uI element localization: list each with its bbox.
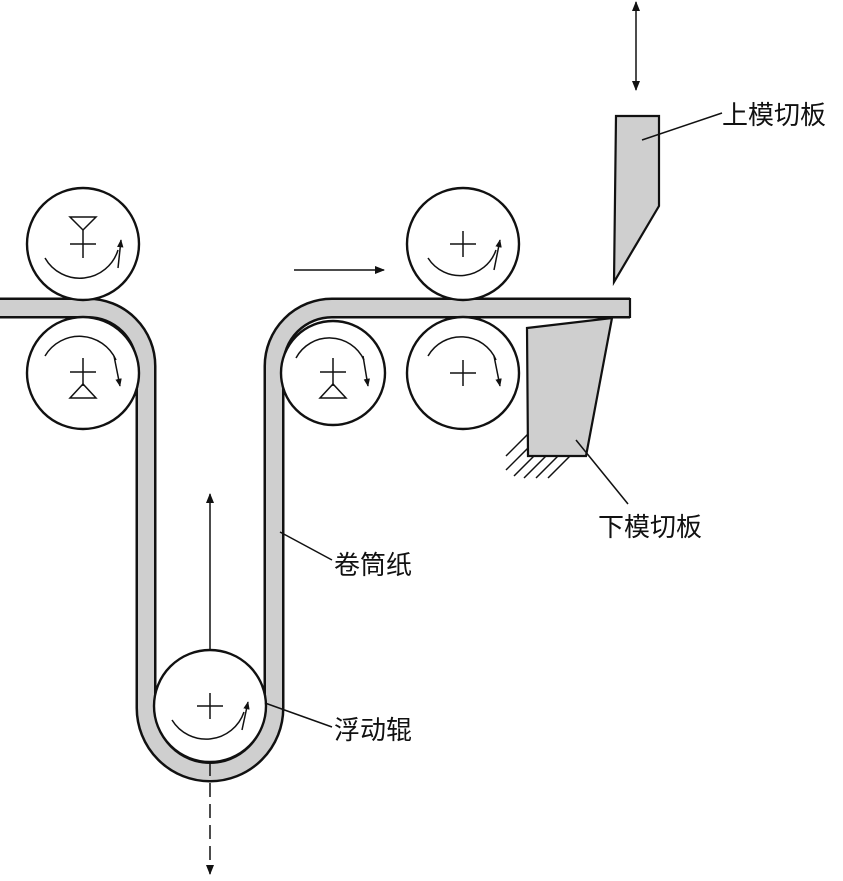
- leader-lines: [264, 112, 723, 728]
- dancer-label: 浮动辊: [334, 716, 412, 746]
- guide-roller: [279, 319, 387, 427]
- upper-die-plate: [612, 1, 661, 287]
- pull-roller-lower: [405, 315, 521, 431]
- web-label: 卷筒纸: [334, 551, 412, 581]
- lower-die-label: 下模切板: [598, 513, 702, 543]
- dancer-roller: [152, 648, 268, 764]
- upper-die-label: 上模切板: [722, 101, 826, 131]
- ground-hatch: [505, 433, 571, 479]
- pull-roller-upper: [405, 186, 521, 302]
- lower-die-plate: [505, 316, 614, 479]
- feed-roller-lower: [25, 315, 141, 431]
- feed-roller-upper: [25, 186, 141, 302]
